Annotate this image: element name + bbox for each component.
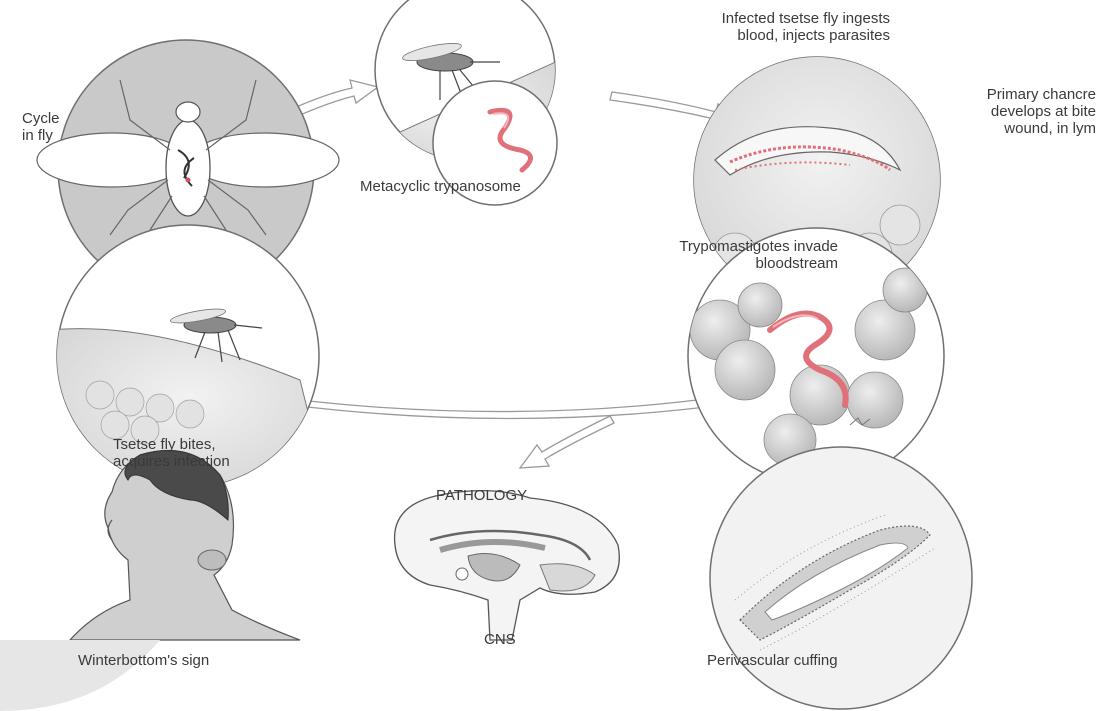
cycle-arrow-bottom-return bbox=[281, 392, 730, 419]
winterbottom-head-illustration bbox=[70, 451, 300, 641]
label-infected-fly: Infected tsetse fly ingests blood, injec… bbox=[560, 10, 890, 44]
label-cycle-in-fly: Cycle in fly bbox=[22, 110, 60, 144]
pathology-arrow bbox=[520, 416, 614, 468]
label-trypomastigotes: Trypomastigotes invade bloodstream bbox=[560, 238, 838, 272]
perivascular-cuffing-illustration bbox=[710, 447, 972, 709]
label-pathology: PATHOLOGY bbox=[436, 487, 527, 504]
label-metacyclic-trypanosome: Metacyclic trypanosome bbox=[360, 178, 521, 195]
label-primary-chancre: Primary chancre develops at bite wound, … bbox=[820, 86, 1096, 137]
label-perivascular-cuffing: Perivascular cuffing bbox=[707, 652, 838, 669]
label-tsetse-fly-bites: Tsetse fly bites, acquires infection bbox=[113, 436, 230, 470]
cns-brain-illustration bbox=[395, 491, 620, 640]
slide-corner-decoration bbox=[0, 640, 160, 711]
label-cns: CNS bbox=[484, 631, 516, 648]
label-winterbottom-sign: Winterbottom's sign bbox=[78, 652, 209, 669]
